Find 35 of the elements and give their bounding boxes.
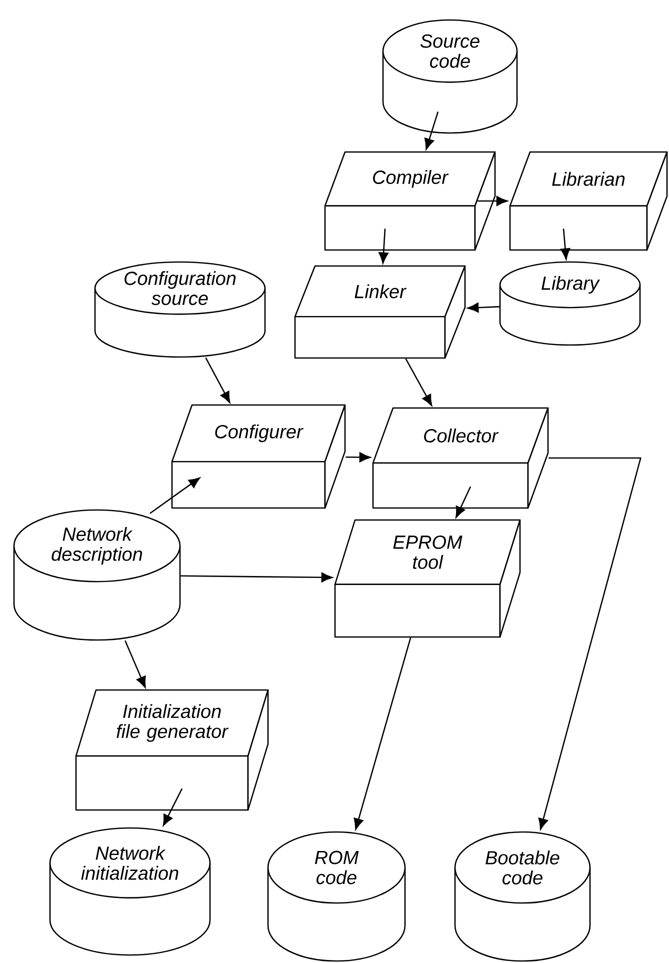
- process-box: EPROM tool: [334, 519, 521, 638]
- arrow: [405, 358, 432, 406]
- storage-cylinder: Library: [499, 261, 641, 346]
- arrow: [538, 457, 642, 830]
- node-label: Network: [62, 526, 133, 541]
- process-box: Configurer: [171, 404, 346, 509]
- arrow: [467, 302, 500, 313]
- arrow: [205, 357, 230, 403]
- process-box: Initialization file generator: [75, 689, 269, 811]
- node-label: Configuration: [124, 271, 236, 289]
- arrow: [124, 640, 146, 688]
- process-box: Librarian: [509, 151, 668, 251]
- storage-cylinder: Configuration source: [94, 261, 266, 358]
- arrow: [560, 228, 570, 260]
- storage-cylinder: Bootable code: [454, 831, 591, 962]
- arrow: [354, 637, 412, 830]
- storage-cylinder: Source code: [382, 19, 518, 134]
- node-label: Source: [420, 34, 480, 48]
- storage-cylinder: Network description: [13, 509, 181, 641]
- storage-cylinder: ROM code: [267, 831, 406, 962]
- node-label: Network: [96, 846, 166, 860]
- storage-cylinder: Network initialization: [49, 827, 211, 956]
- arrow: [378, 228, 388, 264]
- arrow: [346, 452, 371, 462]
- node-label: Bootable: [486, 850, 560, 864]
- arrow: [456, 486, 472, 518]
- arrow: [478, 196, 508, 206]
- process-box: Collector: [372, 407, 549, 509]
- arrow: [180, 572, 333, 582]
- arrow: [162, 788, 183, 826]
- process-box: Linker: [294, 265, 466, 359]
- arrow: [150, 477, 200, 514]
- node-label: ROM: [314, 850, 359, 864]
- arrow: [424, 111, 439, 150]
- process-box: Compiler: [324, 151, 496, 251]
